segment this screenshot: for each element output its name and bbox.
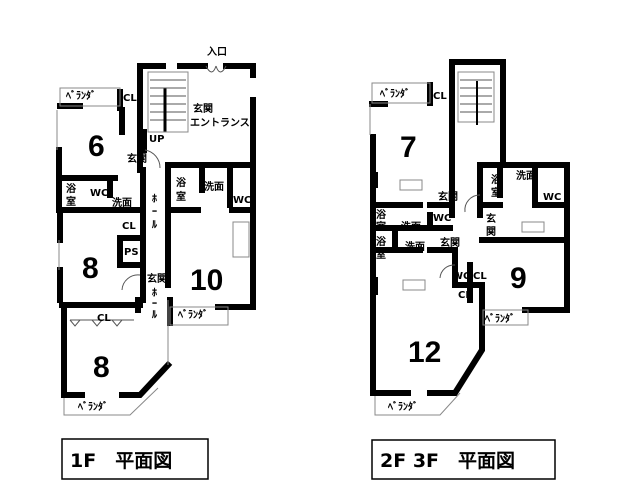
washroom-label: 洗面 (112, 196, 132, 209)
caption-1f: 1F 平面図 (70, 450, 172, 472)
washroom-label: 洗面 (204, 180, 224, 193)
ps-label: PS (124, 247, 139, 258)
room-size-8: 8 (82, 252, 99, 285)
veranda-label: ﾍﾞﾗﾝﾀﾞ (484, 312, 515, 325)
wc-label: WC (233, 195, 251, 206)
bath-label: 浴 (491, 173, 502, 186)
thin-lines-1f (56, 65, 250, 416)
closet-label: CL (122, 221, 136, 232)
hall-label: ﾎ (152, 287, 157, 299)
wc-label: WC (543, 192, 561, 203)
wc-label: WC (90, 188, 108, 199)
genkan-label: 玄関 (127, 152, 147, 165)
genkan-label: 玄関 (438, 190, 458, 203)
washroom-label: 洗面 (405, 240, 425, 253)
caption-2f3f: 2F 3F 平面図 (380, 450, 515, 472)
hall-label: ﾎ (152, 193, 157, 205)
caption-box-1f (61, 438, 209, 480)
thin-lines-2f3f (369, 71, 545, 416)
wc-label: WC (433, 213, 451, 224)
walls-2f3f (369, 59, 570, 396)
hall-label: ｰ (152, 299, 157, 310)
bath-label: 浴 (66, 182, 77, 195)
wc-label: WC (452, 271, 470, 282)
closet-label: CL (97, 313, 111, 324)
veranda-label: ﾍﾞﾗﾝﾀﾞ (387, 400, 418, 413)
room-size-6: 6 (88, 130, 105, 163)
closet-label: CL (458, 290, 472, 301)
bath-label: 室 (376, 220, 386, 233)
washroom-label: 洗面 (516, 169, 536, 182)
caption-box-2f3f (371, 439, 556, 480)
room-size-10: 10 (190, 264, 223, 297)
closet-label: CL (433, 91, 447, 102)
bath-label: 室 (376, 248, 386, 261)
veranda-label: ﾍﾞﾗﾝﾀﾞ (65, 89, 96, 102)
veranda-label: ﾍﾞﾗﾝﾀﾞ (177, 308, 208, 321)
labels-1f: 入口 玄関 エントランス UP 玄関 玄関 ﾍﾞﾗﾝﾀﾞ CL CL CL 浴 … (65, 46, 251, 413)
room-size-9: 9 (510, 262, 527, 295)
bath-label: 室 (491, 186, 501, 199)
veranda-label: ﾍﾞﾗﾝﾀﾞ (379, 87, 410, 100)
hall-label: ﾙ (151, 310, 158, 321)
genkan-label: 関 (486, 226, 496, 238)
bath-label: 浴 (176, 176, 187, 189)
genkan-label: 玄関 (440, 236, 460, 249)
labels-2f3f: ﾍﾞﾗﾝﾀﾞ CL 玄関 玄関 玄 関 浴 室 洗面 WC 浴 室 洗面 浴 室… (376, 87, 561, 413)
genkan-label: 玄関 (193, 102, 213, 115)
genkan-label: 玄関 (147, 272, 167, 285)
genkan-label: 玄 (486, 212, 496, 225)
plan-1f: 入口 玄関 エントランス UP 玄関 玄関 ﾍﾞﾗﾝﾀﾞ CL CL CL 浴 … (56, 46, 256, 480)
plan-2f3f: ﾍﾞﾗﾝﾀﾞ CL 玄関 玄関 玄 関 浴 室 洗面 WC 浴 室 洗面 浴 室… (369, 59, 570, 480)
veranda-label: ﾍﾞﾗﾝﾀﾞ (77, 400, 108, 413)
room-size-12: 12 (408, 336, 441, 369)
room-size-7: 7 (400, 131, 417, 164)
bath-label: 浴 (376, 208, 387, 221)
hall-label: ｰ (152, 207, 157, 218)
entrance-katakana-label: エントランス (190, 117, 250, 129)
washroom-label: 洗面 (401, 220, 421, 233)
room-size-8: 8 (93, 351, 110, 384)
hall-label: ﾙ (151, 220, 158, 231)
closet-label: CL (123, 93, 137, 104)
up-label: UP (149, 134, 164, 145)
bath-label: 室 (176, 190, 186, 203)
bath-label: 浴 (376, 235, 387, 248)
entrance-label: 入口 (207, 46, 227, 58)
closet-label: CL (473, 271, 487, 282)
bath-label: 室 (66, 195, 76, 208)
